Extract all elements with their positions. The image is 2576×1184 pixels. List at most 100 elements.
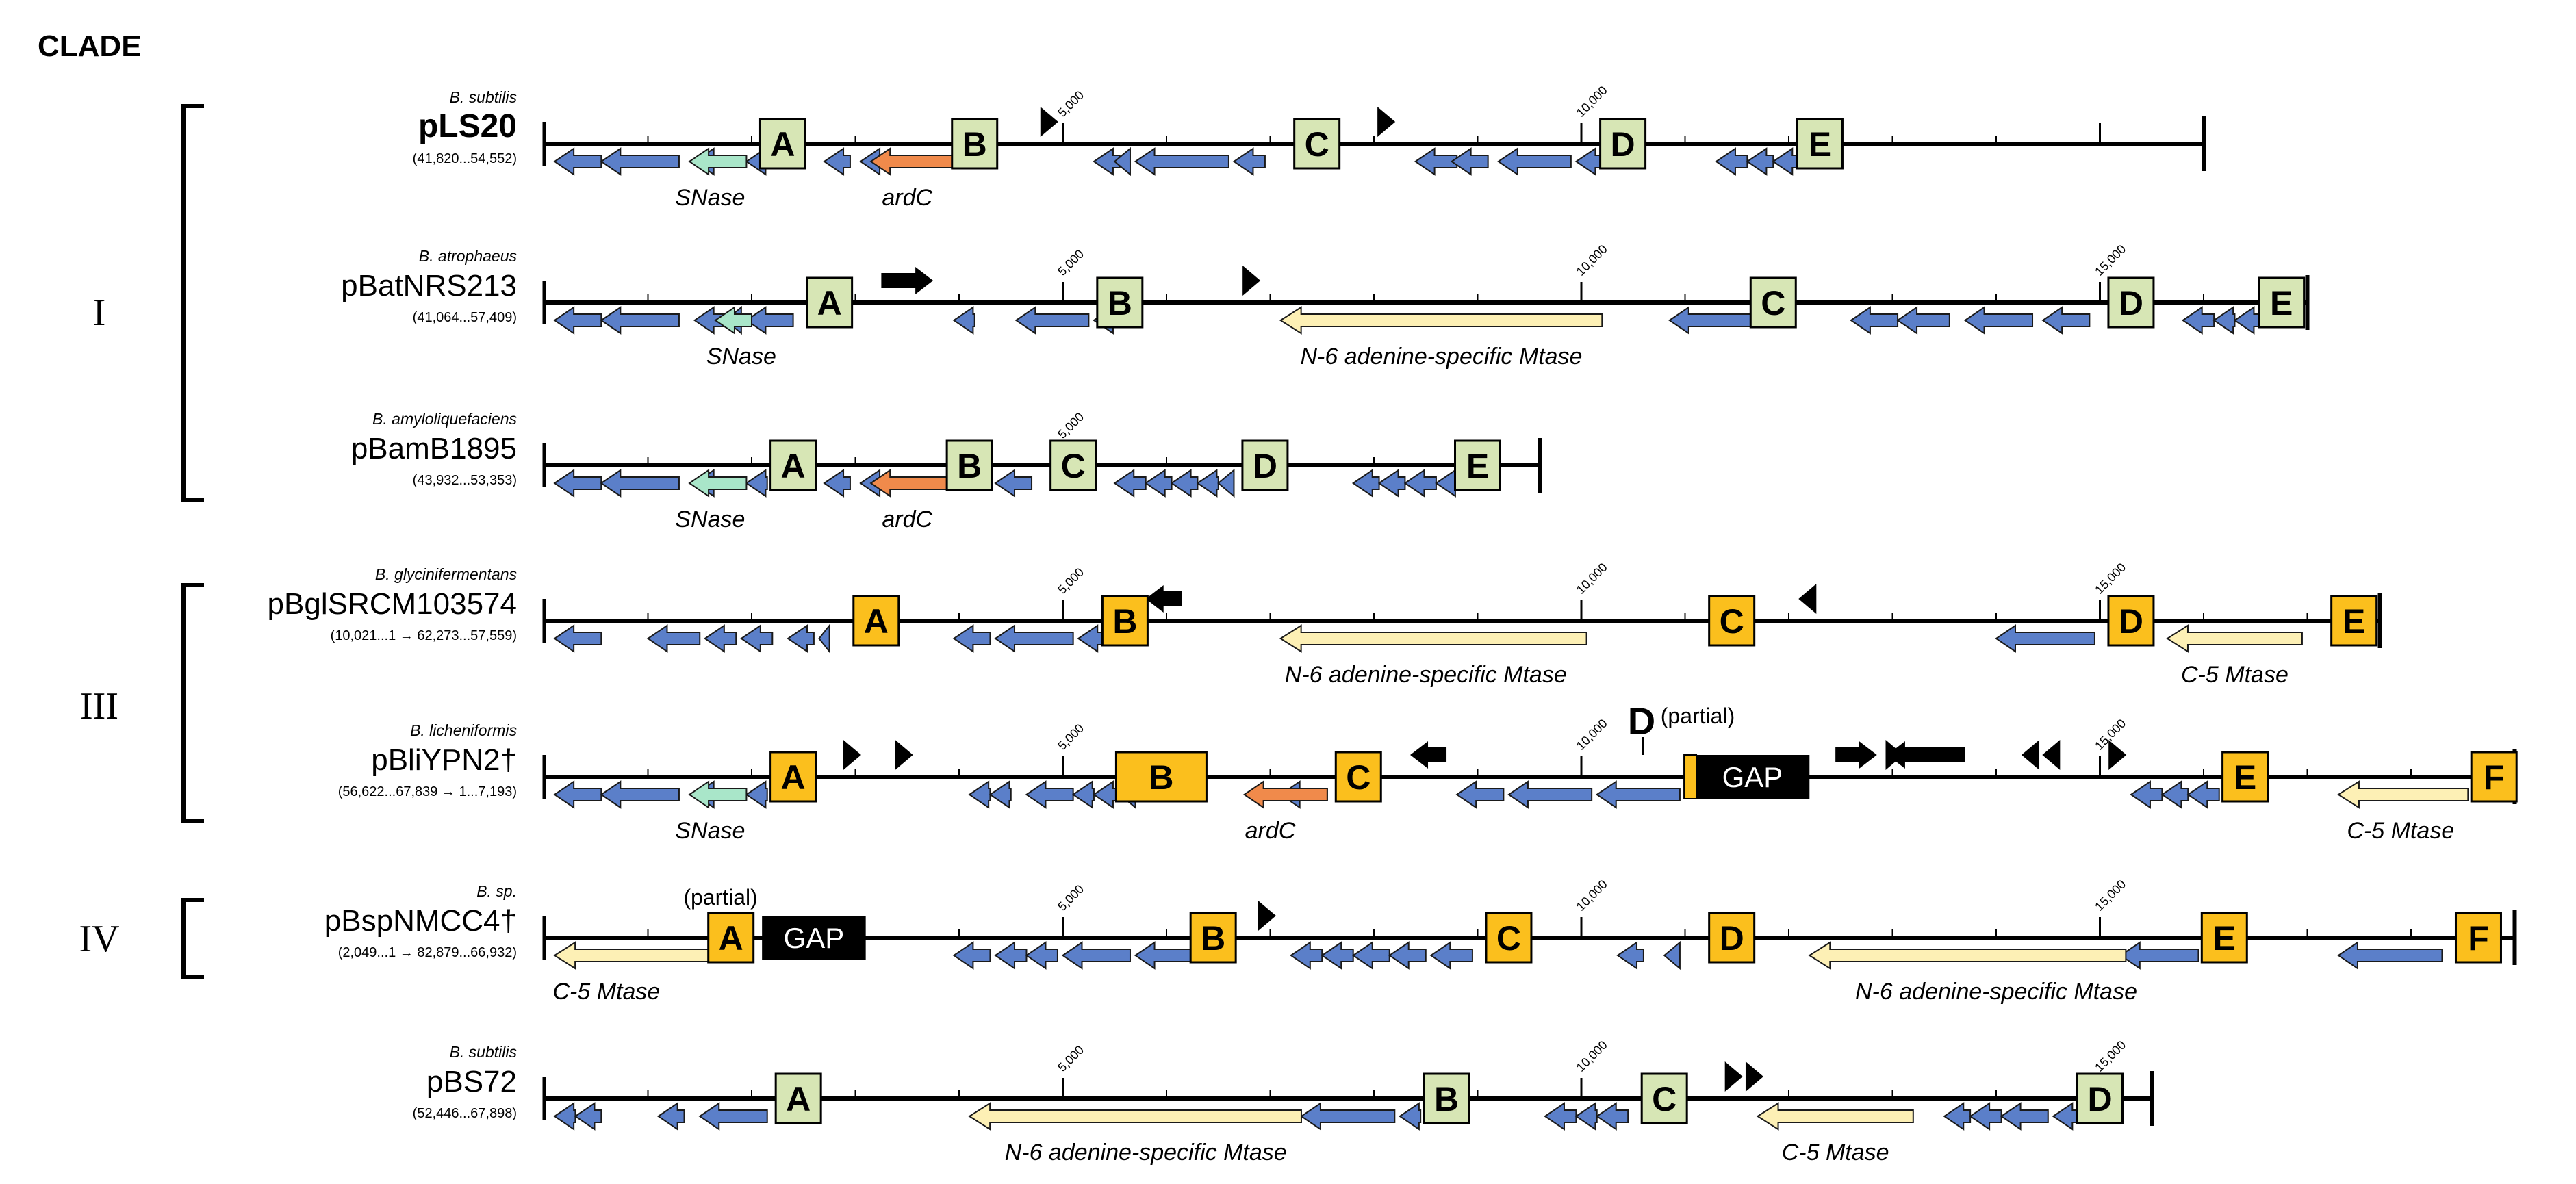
orf-arrow bbox=[1113, 469, 1147, 498]
gene-box-letter: B bbox=[1149, 758, 1173, 797]
orf-arrow bbox=[553, 624, 602, 653]
orf-arrow bbox=[1455, 780, 1505, 809]
gene-box-letter: E bbox=[2213, 919, 2236, 957]
orf-arrow bbox=[1025, 780, 1074, 809]
orf-arrow bbox=[1321, 941, 1354, 970]
orf-arrow bbox=[1963, 306, 2034, 335]
feature-label: C-5 Mtase bbox=[2181, 662, 2288, 688]
species-label: B. subtilis bbox=[450, 88, 518, 106]
scale-tick-label: 10,000 bbox=[1574, 83, 1610, 120]
feature-label: N-6 adenine-specific Mtase bbox=[1300, 344, 1582, 370]
black-arrow bbox=[1145, 585, 1182, 613]
gene-box-letter: E bbox=[2343, 602, 2365, 641]
black-triangle bbox=[1745, 1061, 1763, 1092]
gap-block bbox=[1695, 755, 1810, 799]
orf-arrow bbox=[1134, 941, 1199, 970]
ardc-arrow bbox=[1242, 780, 1328, 809]
scale-tick-label: 5,000 bbox=[1055, 88, 1086, 120]
gene-box-letter: B bbox=[957, 447, 982, 485]
gene-box bbox=[806, 276, 854, 329]
orf-arrow bbox=[2212, 306, 2236, 335]
coordinate-range: (56,622...67,839 → 1...7,193) bbox=[338, 784, 517, 799]
gene-box-letter: B bbox=[962, 125, 987, 164]
plasmid-track: B. sp.pBspNMCC4†(2,049...1 → 82,879...66… bbox=[324, 877, 2517, 1005]
scale-tick-label: 5,000 bbox=[1055, 1043, 1086, 1074]
gene-box-letter: D bbox=[2119, 284, 2143, 322]
orf-arrow bbox=[2337, 941, 2443, 970]
orf-arrow bbox=[553, 1102, 576, 1131]
gene-box bbox=[1114, 751, 1208, 803]
scale-tick-label: 15,000 bbox=[2092, 1038, 2128, 1074]
gene-box bbox=[758, 118, 806, 170]
clade-bracket bbox=[181, 583, 204, 823]
clade-header: CLADE bbox=[38, 29, 142, 63]
gap-label: GAP bbox=[784, 922, 845, 954]
scale-tick-label: 15,000 bbox=[2092, 561, 2128, 597]
orf-arrow bbox=[1170, 469, 1199, 498]
mtase-arrow bbox=[2337, 780, 2469, 809]
feature-label: N-6 adenine-specific Mtase bbox=[1285, 662, 1567, 688]
gene-box bbox=[1096, 276, 1144, 329]
orf-arrow bbox=[1616, 941, 1644, 970]
orf-arrow bbox=[1232, 147, 1266, 176]
gene-box bbox=[707, 912, 755, 964]
gene-box bbox=[1423, 1072, 1470, 1124]
orf-arrow bbox=[646, 624, 701, 653]
black-triangle bbox=[1258, 901, 1276, 931]
black-triangle bbox=[1885, 740, 1904, 770]
mtase-arrow bbox=[2166, 624, 2303, 653]
orf-arrow bbox=[823, 147, 851, 176]
orf-arrow bbox=[600, 780, 680, 809]
black-triangle bbox=[1724, 1061, 1743, 1092]
black-arrow bbox=[1887, 741, 1965, 769]
orf-arrow bbox=[600, 469, 680, 498]
orf-arrow bbox=[1969, 1102, 2002, 1131]
snase-arrow bbox=[714, 306, 752, 335]
black-triangle bbox=[843, 740, 861, 770]
orf-arrow bbox=[1450, 147, 1489, 176]
orf-arrow bbox=[1061, 941, 1131, 970]
scale-tick-label: 10,000 bbox=[1574, 1038, 1610, 1074]
plasmid-track: B. glycinifermentanspBglSRCM103574(10,02… bbox=[268, 561, 2382, 688]
black-arrow bbox=[1835, 741, 1877, 769]
gene-box-letter: F bbox=[2484, 758, 2505, 797]
gene-box-letter: A bbox=[781, 447, 806, 485]
orf-arrow bbox=[553, 306, 602, 335]
gene-box bbox=[1796, 118, 1844, 170]
gene-box-letter: E bbox=[2234, 758, 2256, 797]
orf-arrow bbox=[952, 306, 975, 335]
orf-arrow bbox=[553, 469, 602, 498]
species-label: B. amyloliquefaciens bbox=[372, 410, 517, 428]
gene-box bbox=[1749, 276, 1797, 329]
gene-box-letter: A bbox=[786, 1080, 811, 1118]
gene-box-letter: D bbox=[1720, 919, 1744, 957]
gene-box-letter: A bbox=[781, 758, 806, 797]
gene-box bbox=[769, 439, 817, 491]
orf-arrow bbox=[1388, 941, 1427, 970]
orf-arrow bbox=[2052, 1102, 2080, 1131]
plasmid-name: pBspNMCC4† bbox=[324, 904, 517, 938]
coordinate-range: (41,820...54,552) bbox=[413, 151, 517, 166]
clade-label: IV bbox=[79, 918, 119, 960]
gene-box-letter: B bbox=[1108, 284, 1132, 322]
orf-arrow bbox=[740, 624, 774, 653]
gene-box-letter: E bbox=[2270, 284, 2293, 322]
orf-arrow bbox=[745, 780, 768, 809]
orf-arrow bbox=[745, 469, 768, 498]
gene-box-letter: B bbox=[1434, 1080, 1459, 1118]
orf-arrow bbox=[952, 941, 991, 970]
gene-box bbox=[1241, 439, 1289, 491]
gene-box-letter: D bbox=[1253, 447, 1277, 485]
orf-arrow bbox=[745, 306, 794, 335]
black-arrow bbox=[881, 267, 934, 294]
plasmid-track: B. atrophaeuspBatNRS213(41,064...57,409)… bbox=[341, 242, 2310, 370]
snase-arrow bbox=[688, 147, 748, 176]
scale-tick-label: 5,000 bbox=[1055, 721, 1086, 753]
gene-box bbox=[1454, 439, 1501, 491]
scale-tick-label: 10,000 bbox=[1574, 717, 1610, 753]
orf-arrow bbox=[1497, 147, 1572, 176]
black-triangle bbox=[1377, 107, 1396, 137]
gene-box bbox=[852, 595, 900, 647]
gene-box-letter: A bbox=[864, 602, 889, 641]
